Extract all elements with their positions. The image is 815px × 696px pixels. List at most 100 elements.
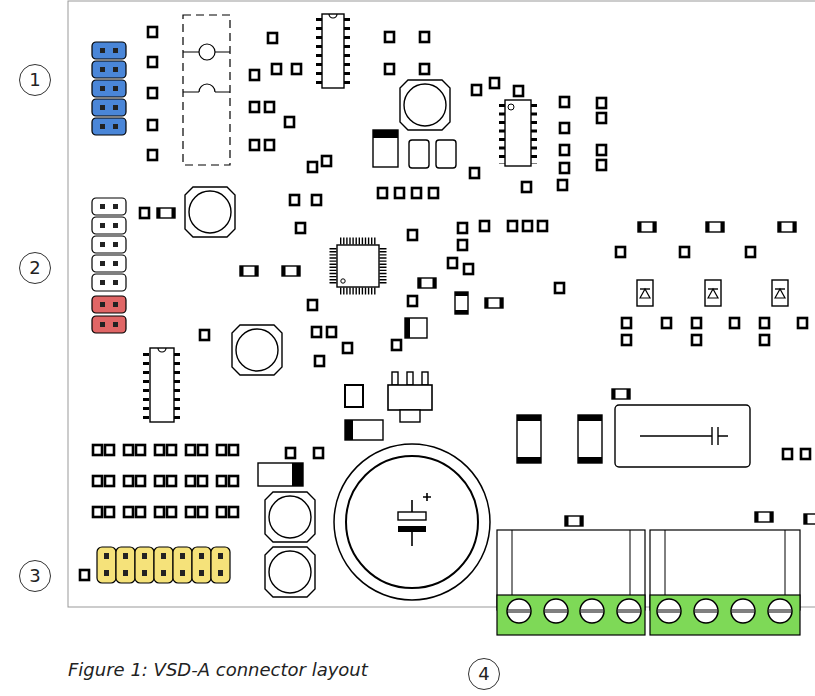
smd-part bbox=[296, 223, 305, 233]
smd-part bbox=[622, 318, 631, 328]
smd-part bbox=[186, 507, 195, 517]
cap bbox=[578, 457, 602, 463]
electrolytic-cap bbox=[346, 456, 478, 588]
relay-outline bbox=[183, 15, 230, 165]
smd-part bbox=[420, 32, 429, 42]
board-outline bbox=[68, 1, 815, 607]
smd-part bbox=[312, 327, 321, 337]
relay-symbol bbox=[199, 44, 215, 60]
qfp-pins bbox=[340, 288, 377, 295]
smd-part bbox=[514, 86, 523, 96]
smd-part bbox=[286, 448, 295, 458]
terminal-housing bbox=[665, 530, 785, 595]
cap bbox=[409, 140, 429, 168]
smd-part bbox=[464, 264, 473, 274]
smd-part bbox=[198, 507, 207, 517]
smd-part bbox=[508, 221, 517, 231]
cap bbox=[517, 457, 541, 463]
ic-notch bbox=[158, 348, 166, 352]
smd-part bbox=[760, 318, 769, 328]
resistor bbox=[778, 222, 796, 232]
smd-part bbox=[148, 57, 157, 67]
diode bbox=[637, 280, 653, 306]
smd-part bbox=[148, 88, 157, 98]
electrolytic-cap bbox=[334, 444, 490, 600]
cap bbox=[345, 385, 363, 407]
smd-part bbox=[268, 33, 277, 43]
cap bbox=[455, 310, 468, 314]
terminal-block bbox=[497, 595, 645, 635]
resistor bbox=[157, 208, 175, 218]
smd-part bbox=[597, 98, 606, 108]
tantalum-cap bbox=[373, 130, 398, 167]
smd-part bbox=[523, 221, 532, 231]
smd-part bbox=[327, 327, 336, 337]
smd-part bbox=[522, 182, 531, 192]
smd-part bbox=[148, 150, 157, 160]
resistor bbox=[418, 278, 436, 288]
smd-part bbox=[490, 78, 499, 88]
callout-circle: 2 bbox=[19, 252, 51, 284]
smd-part bbox=[198, 445, 207, 455]
terminal-screw bbox=[580, 599, 604, 623]
cap bbox=[345, 420, 383, 440]
smd-part bbox=[148, 120, 157, 130]
smd-part bbox=[292, 64, 301, 74]
smd-part bbox=[272, 64, 281, 74]
smd-part bbox=[148, 27, 157, 37]
smd-part bbox=[798, 318, 807, 328]
qfp-body bbox=[337, 245, 379, 287]
cap-symbol bbox=[398, 512, 426, 520]
cap bbox=[517, 415, 541, 421]
smd-part bbox=[616, 247, 625, 257]
smd-part bbox=[124, 476, 133, 486]
cap bbox=[405, 318, 427, 338]
cap bbox=[455, 292, 468, 296]
smd-part bbox=[155, 476, 164, 486]
smd-part bbox=[186, 445, 195, 455]
ic-pins bbox=[143, 353, 149, 420]
smd-part bbox=[322, 156, 331, 166]
resistor bbox=[706, 222, 724, 232]
smd-part bbox=[597, 145, 606, 155]
smd-part bbox=[265, 102, 274, 112]
inductor bbox=[265, 492, 315, 542]
header-pin-pair bbox=[135, 547, 154, 583]
smd-part bbox=[250, 102, 259, 112]
terminal-housing bbox=[512, 530, 630, 595]
smd-part bbox=[783, 449, 792, 459]
smd-part bbox=[136, 445, 145, 455]
cap bbox=[455, 292, 468, 314]
smd-part bbox=[470, 168, 479, 178]
qfp-pins bbox=[340, 238, 377, 245]
cap bbox=[578, 415, 602, 421]
smd-part bbox=[408, 296, 417, 306]
smd-part bbox=[167, 507, 176, 517]
cap bbox=[345, 420, 353, 440]
smd-part bbox=[448, 258, 457, 268]
transistor-tab bbox=[400, 410, 420, 422]
smd-part bbox=[680, 247, 689, 257]
smd-part bbox=[458, 223, 467, 233]
header-pin-pair bbox=[92, 42, 126, 59]
inductor bbox=[185, 187, 235, 237]
resistor bbox=[485, 298, 503, 308]
header-pin-pair bbox=[92, 61, 126, 78]
resistor bbox=[612, 389, 630, 399]
terminal-screw bbox=[731, 599, 755, 623]
cap-symbol bbox=[640, 427, 728, 445]
cap bbox=[436, 140, 456, 168]
smd-part bbox=[217, 476, 226, 486]
smd-part bbox=[314, 448, 323, 458]
cap-symbol bbox=[412, 493, 431, 546]
smd-part bbox=[229, 507, 238, 517]
smd-part bbox=[458, 240, 467, 250]
smd-part bbox=[93, 445, 102, 455]
cap-symbol bbox=[398, 526, 426, 532]
transistor-body bbox=[388, 385, 432, 410]
callout-number: 3 bbox=[29, 567, 40, 585]
callout-number: 4 bbox=[478, 665, 489, 683]
resistor bbox=[804, 514, 815, 524]
header-pin-pair bbox=[92, 316, 126, 333]
